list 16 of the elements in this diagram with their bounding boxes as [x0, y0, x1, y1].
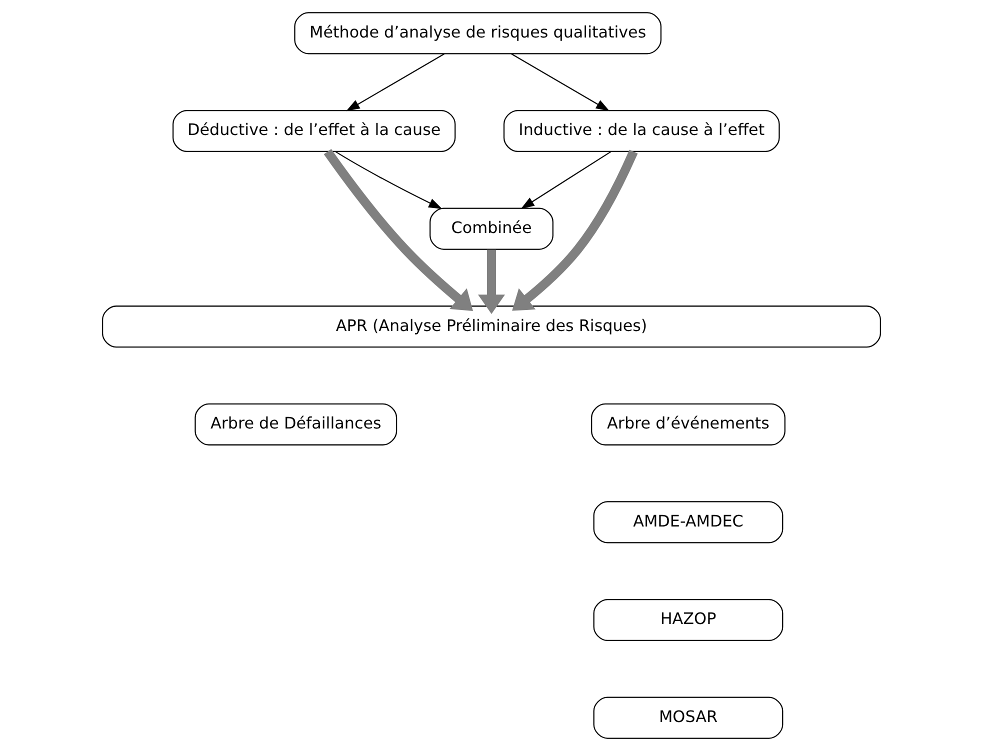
node-box: Déductive : de l’effet à la cause: [172, 110, 456, 152]
arrow: [335, 151, 442, 210]
node-box: HAZOP: [593, 598, 784, 642]
node-box: Arbre d’événements: [591, 403, 786, 446]
arrow: [346, 53, 445, 112]
node-box: Combinée: [430, 208, 554, 250]
arrow: [520, 151, 612, 210]
node-box: Inductive : de la cause à l’effet: [503, 110, 780, 152]
arrow: [324, 149, 474, 311]
node-box: Arbre de Défaillances: [194, 403, 398, 446]
node-box: MOSAR: [593, 696, 784, 739]
node-box: APR (Analyse Préliminaire des Risques): [102, 306, 882, 348]
arrow: [511, 53, 610, 112]
node-box: AMDE-AMDEC: [593, 501, 784, 544]
node-box: Méthode d’analyse de risques qualitatives: [294, 12, 662, 54]
arrow: [512, 150, 638, 311]
